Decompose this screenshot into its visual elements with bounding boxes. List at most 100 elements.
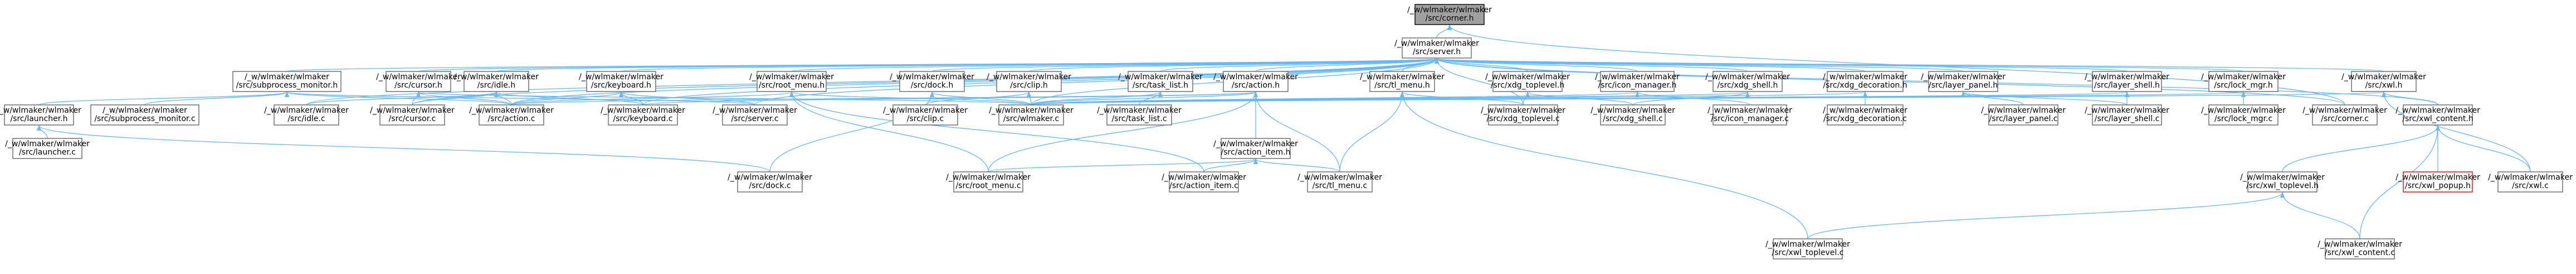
node-file-label: /src/lock_mgr.c (2214, 114, 2272, 123)
node-root-menu-h[interactable]: /_w/wlmaker/wlmaker/src/root_menu.h (749, 71, 834, 92)
node-lock-mgr-h[interactable]: /_w/wlmaker/wlmaker/src/lock_mgr.h (2201, 71, 2286, 92)
node-corner-h[interactable]: /_w/wlmaker/wlmaker/src/corner.h (1407, 4, 1492, 25)
node-xdg-shell-h[interactable]: /_w/wlmaker/wlmaker/src/xdg_shell.h (1705, 71, 1790, 92)
node-box (232, 71, 341, 92)
node-xwl-toplevel-h[interactable]: /_w/wlmaker/wlmaker/src/xwl_toplevel.h (2240, 171, 2325, 193)
node-path-label: /_w/wlmaker/wlmaker (1360, 73, 1445, 81)
edge-launcher-c-to-launcher-h (37, 125, 48, 139)
node-action-item-c[interactable]: /_w/wlmaker/wlmaker/src/action_item.c (1162, 171, 1246, 193)
node-box (722, 104, 788, 126)
node-path-label: /_w/wlmaker/wlmaker (1481, 106, 1565, 115)
edge-wlmaker-c-to-task-list-h (1031, 92, 1163, 105)
node-file-label: /src/xdg_decoration.c (1823, 114, 1907, 123)
node-cursor-h[interactable]: /_w/wlmaker/wlmaker/src/cursor.h (376, 71, 461, 92)
edge-root-menu-c-to-action-item-h (988, 158, 1258, 172)
node-xwl-content-h[interactable]: /_w/wlmaker/wlmaker/src/xwl_content.h (2396, 104, 2480, 126)
edge-xwl-content-c-to-xwl-toplevel-h (2280, 192, 2360, 239)
node-tl-menu-h[interactable]: /_w/wlmaker/wlmaker/src/tl_menu.h (1360, 71, 1445, 92)
node-server-c[interactable]: /_w/wlmaker/wlmaker/src/server.c (713, 104, 797, 126)
node-dock-h[interactable]: /_w/wlmaker/wlmaker/src/dock.h (890, 71, 974, 92)
node-xwl-c[interactable]: /_w/wlmaker/wlmaker/src/xwl.c (2488, 171, 2573, 193)
node-idle-h[interactable]: /_w/wlmaker/wlmaker/src/idle.h (454, 71, 539, 92)
node-file-label: /src/subprocess_monitor.c (94, 114, 195, 123)
node-clip-h[interactable]: /_w/wlmaker/wlmaker/src/clip.h (987, 71, 1071, 92)
edge-wlmaker-c-to-xdg-decoration-h (1031, 92, 1867, 105)
node-task-list-h[interactable]: /_w/wlmaker/wlmaker/src/task_list.h (1118, 71, 1203, 92)
edge-action-h-to-server-h (1255, 58, 1439, 72)
node-keyboard-c[interactable]: /_w/wlmaker/wlmaker/src/keyboard.c (601, 104, 685, 126)
node-path-label: /_w/wlmaker/wlmaker (601, 106, 685, 115)
node-file-label: /src/layer_shell.h (2094, 81, 2160, 90)
node-action-c[interactable]: /_w/wlmaker/wlmaker/src/action.c (469, 104, 554, 126)
node-clip-c[interactable]: /_w/wlmaker/wlmaker/src/clip.c (883, 104, 968, 126)
node-launcher-c[interactable]: /_w/wlmaker/wlmaker/src/launcher.c (5, 138, 90, 159)
node-task-list-c[interactable]: /_w/wlmaker/wlmaker/src/task_list.c (1097, 104, 1182, 126)
file-nodes: /_w/wlmaker/wlmaker/src/corner.h /_w/wlma… (0, 4, 2573, 259)
node-subprocess-monitor-h[interactable]: /_w/wlmaker/wlmaker/src/subprocess_monit… (232, 71, 341, 92)
node-xwl-popup-h[interactable]: /_w/wlmaker/wlmaker/src/xwl_popup.h (2396, 171, 2480, 193)
node-box (757, 71, 827, 92)
node-file-label: /src/keyboard.c (613, 114, 673, 123)
node-file-label: /src/tl_menu.c (1313, 181, 1367, 190)
node-file-label: /src/launcher.c (19, 148, 76, 157)
dependency-edges (37, 25, 2531, 239)
node-box (2403, 171, 2473, 193)
node-path-label: /_w/wlmaker/wlmaker (2240, 173, 2325, 182)
node-box (1414, 4, 1485, 25)
edge-action-c-to-server-h (511, 58, 1439, 105)
node-xwl-h[interactable]: /_w/wlmaker/wlmaker/src/xwl.h (2341, 71, 2426, 92)
node-box (2497, 171, 2563, 193)
node-file-label: /src/task_list.h (1133, 81, 1188, 90)
node-box (586, 71, 656, 92)
node-file-label: /src/keyboard.h (591, 81, 651, 90)
node-action-item-h[interactable]: /_w/wlmaker/wlmaker/src/action_item.h (1213, 138, 1298, 159)
node-layer-shell-c[interactable]: /_w/wlmaker/wlmaker/src/layer_shell.c (2085, 104, 2169, 126)
edge-server-c-to-subprocess-monitor-h (285, 92, 755, 105)
node-xdg-shell-c[interactable]: /_w/wlmaker/wlmaker/src/xdg_shell.c (1591, 104, 1675, 126)
node-xdg-decoration-h[interactable]: /_w/wlmaker/wlmaker/src/xdg_decoration.h (1823, 71, 1907, 92)
node-box (2092, 71, 2162, 92)
node-subprocess-monitor-c[interactable]: /_w/wlmaker/wlmaker/src/subprocess_monit… (90, 104, 199, 126)
node-xwl-content-c[interactable]: /_w/wlmaker/wlmaker/src/xwl_content.c (2318, 238, 2402, 259)
node-path-label: /_w/wlmaker/wlmaker (987, 73, 1071, 81)
node-box (12, 138, 82, 159)
node-dock-c[interactable]: /_w/wlmaker/wlmaker/src/dock.c (728, 171, 812, 193)
node-box (1106, 104, 1172, 126)
node-action-h[interactable]: /_w/wlmaker/wlmaker/src/action.h (1213, 71, 1298, 92)
node-icon-manager-h[interactable]: /_w/wlmaker/wlmaker/src/icon_manager.h (1595, 71, 1680, 92)
node-lock-mgr-c[interactable]: /_w/wlmaker/wlmaker/src/lock_mgr.c (2201, 104, 2286, 126)
node-layer-panel-c[interactable]: /_w/wlmaker/wlmaker/src/layer_panel.c (1981, 104, 2066, 126)
node-cursor-c[interactable]: /_w/wlmaker/wlmaker/src/cursor.c (370, 104, 455, 126)
node-layer-panel-h[interactable]: /_w/wlmaker/wlmaker/src/layer_panel.h (1921, 71, 2006, 92)
node-launcher-h[interactable]: /_w/wlmaker/wlmaker/src/launcher.h (0, 104, 81, 126)
node-xdg-toplevel-c[interactable]: /_w/wlmaker/wlmaker/src/xdg_toplevel.c (1481, 104, 1565, 126)
edge-dock-c-to-dock-h (769, 92, 934, 172)
edge-xwl-content-c-to-xwl-content-h (2359, 125, 2440, 239)
node-server-h[interactable]: /_w/wlmaker/wlmaker/src/server.h (1394, 37, 1479, 59)
node-keyboard-h[interactable]: /_w/wlmaker/wlmaker/src/keyboard.h (579, 71, 663, 92)
node-file-label: /src/xwl_content.c (2325, 248, 2395, 257)
node-box (4, 104, 74, 126)
edge-subprocess-monitor-c-to-subprocess-monitor-h (144, 92, 289, 105)
node-tl-menu-c[interactable]: /_w/wlmaker/wlmaker/src/tl_menu.c (1297, 171, 1382, 193)
node-root-menu-c[interactable]: /_w/wlmaker/wlmaker/src/root_menu.c (946, 171, 1031, 193)
edge-wlmaker-c-to-action-h (1031, 92, 1258, 105)
node-xdg-decoration-c[interactable]: /_w/wlmaker/wlmaker/src/xdg_decoration.c (1823, 104, 1907, 126)
edge-wlmaker-c-to-clip-h (1027, 92, 1032, 105)
edge-root-menu-c-to-action-h (988, 92, 1258, 172)
node-file-label: /src/dock.h (911, 81, 953, 90)
node-xwl-toplevel-c[interactable]: /_w/wlmaker/wlmaker/src/xwl_toplevel.c (1765, 238, 1850, 259)
node-idle-c[interactable]: /_w/wlmaker/wlmaker/src/idle.c (264, 104, 349, 126)
node-xdg-toplevel-h[interactable]: /_w/wlmaker/wlmaker/src/xdg_toplevel.h (1485, 71, 1570, 92)
node-icon-manager-c[interactable]: /_w/wlmaker/wlmaker/src/icon_manager.c (1707, 104, 1792, 126)
edge-server-c-to-keyboard-h (619, 92, 755, 105)
node-box (1369, 71, 1435, 92)
node-corner-c[interactable]: /_w/wlmaker/wlmaker/src/corner.c (2302, 104, 2387, 126)
edge-xwl-h-to-server-h (1435, 58, 2384, 72)
node-path-label: /_w/wlmaker/wlmaker (0, 106, 81, 115)
node-box (2247, 171, 2318, 193)
node-wlmaker-c[interactable]: /_w/wlmaker/wlmaker/src/wlmaker.c (989, 104, 1074, 126)
node-layer-shell-h[interactable]: /_w/wlmaker/wlmaker/src/layer_shell.h (2085, 71, 2169, 92)
node-file-label: /src/corner.c (2321, 114, 2369, 123)
node-file-label: /src/xwl_toplevel.h (2246, 181, 2319, 190)
